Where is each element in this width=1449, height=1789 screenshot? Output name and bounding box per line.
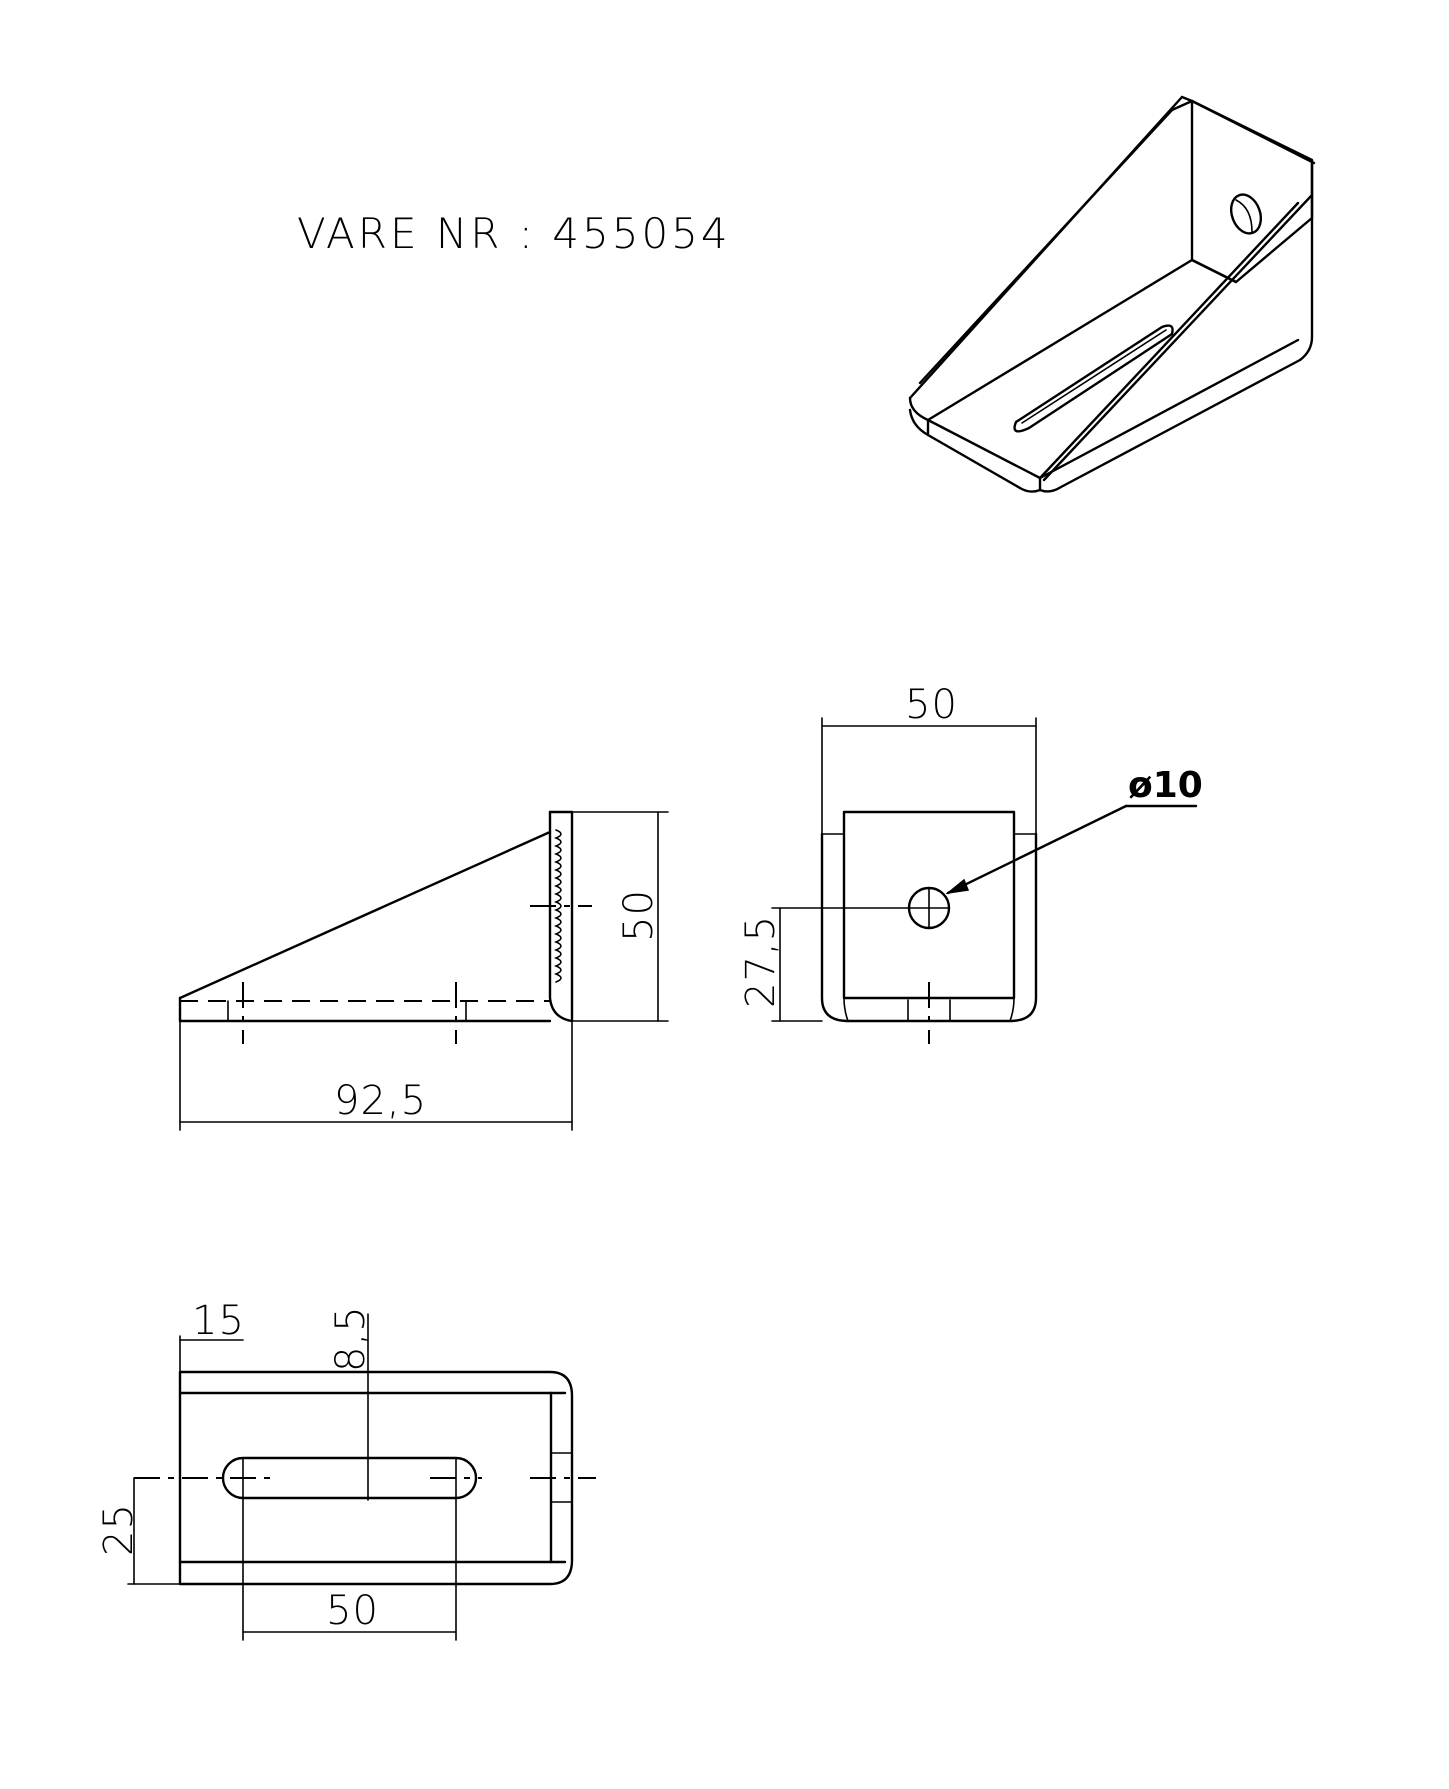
dim-slot-width-label: 8,5 [328, 1305, 374, 1372]
side-view: 50 92,5 [178, 810, 669, 1131]
dim-slot-center-label: 25 [96, 1503, 142, 1556]
top-view: 15 8,5 25 50 [96, 1298, 596, 1641]
part-number-title: VARE NR : 455054 [297, 209, 731, 258]
isometric-view [908, 95, 1316, 493]
dim-hole-height-label: 27,5 [738, 915, 784, 1008]
dim-offset-label: 15 [192, 1298, 245, 1344]
dim-length-label: 92,5 [334, 1078, 427, 1124]
front-view: ø10 50 27,5 [738, 682, 1203, 1044]
dim-hole-diameter-label: ø10 [1128, 765, 1203, 806]
dim-slot-length-label: 50 [326, 1588, 379, 1634]
dim-width-label: 50 [905, 682, 958, 728]
dim-height-label: 50 [616, 889, 662, 942]
